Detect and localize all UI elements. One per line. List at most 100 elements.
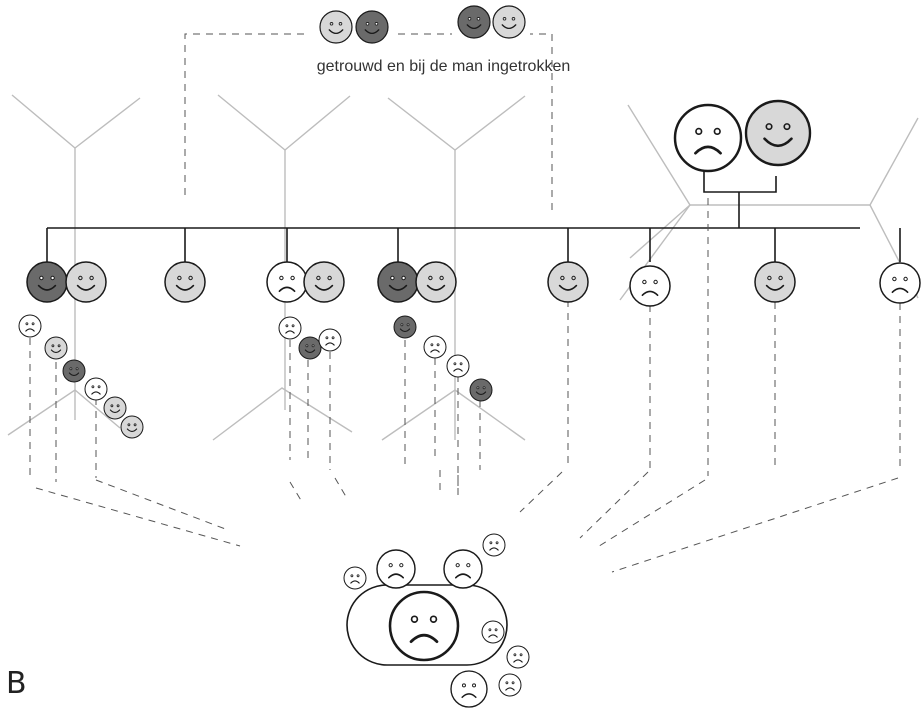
eye <box>305 344 309 348</box>
eye <box>177 275 182 281</box>
house-outline <box>217 94 351 151</box>
face-circle <box>629 265 671 307</box>
sad-face-icon <box>446 354 470 378</box>
face-circle <box>343 566 367 590</box>
eye <box>406 323 410 327</box>
happy-face-icon <box>457 5 491 39</box>
eye <box>903 276 908 282</box>
face-circle <box>492 5 526 39</box>
mouth <box>694 145 722 155</box>
mouth <box>325 342 335 346</box>
face-circle <box>164 261 206 303</box>
mouth <box>25 328 35 332</box>
eye <box>388 563 393 568</box>
eye <box>695 127 703 136</box>
mouth <box>126 428 138 432</box>
converging-line <box>519 471 563 513</box>
eye <box>519 653 523 657</box>
face-circle <box>547 261 589 303</box>
eye <box>783 123 791 131</box>
face-circle <box>506 645 530 669</box>
face-circle <box>388 590 460 662</box>
face-circle <box>498 673 522 697</box>
sad-face-icon <box>450 670 488 708</box>
face-circle <box>744 99 812 167</box>
eye <box>467 17 472 21</box>
eye <box>399 563 404 568</box>
house-outline <box>627 104 919 206</box>
eye <box>57 344 61 348</box>
eye <box>97 385 101 389</box>
face-circle <box>393 315 417 339</box>
eye <box>31 322 35 326</box>
mouth <box>475 391 487 395</box>
sad-face-icon <box>318 328 342 352</box>
sad-face-icon <box>84 377 108 401</box>
eye <box>285 324 289 328</box>
eye <box>767 275 772 281</box>
face-circle <box>376 549 416 589</box>
eye <box>466 563 471 568</box>
mouth <box>91 391 101 395</box>
eye <box>713 127 721 136</box>
converging-line <box>334 477 349 501</box>
mouth <box>558 284 578 291</box>
eye <box>325 336 329 340</box>
eye <box>329 22 334 26</box>
eye <box>455 563 460 568</box>
face-circle <box>318 328 342 352</box>
happy-face-icon <box>65 261 107 303</box>
face-circle <box>44 336 68 360</box>
happy-face-icon <box>26 261 68 303</box>
eye <box>316 275 321 281</box>
face-circle <box>18 314 42 338</box>
converging-line <box>95 479 229 531</box>
household-enclosure <box>346 584 508 666</box>
eye <box>653 279 658 285</box>
sad-face-icon <box>879 262 921 304</box>
eye <box>513 653 517 657</box>
converging-line <box>595 479 706 549</box>
marriage-line <box>703 170 777 193</box>
house-outline <box>387 95 526 151</box>
eye <box>311 344 315 348</box>
mouth <box>765 284 785 291</box>
mouth <box>641 290 659 297</box>
eye <box>489 541 493 545</box>
mouth <box>453 368 463 372</box>
eye <box>89 275 94 281</box>
house-outline <box>11 94 141 149</box>
eye <box>400 323 404 327</box>
eye <box>39 275 44 281</box>
eye <box>127 423 131 427</box>
happy-face-icon <box>103 396 127 420</box>
face-circle <box>879 262 921 304</box>
eye <box>436 343 440 347</box>
face-circle <box>298 336 322 360</box>
mouth <box>278 286 296 293</box>
eye <box>410 615 419 623</box>
mouth <box>350 580 360 584</box>
mouth <box>109 409 121 413</box>
mouth <box>314 284 334 291</box>
mouth <box>68 372 80 376</box>
eye <box>511 17 516 21</box>
sad-face-icon <box>443 549 483 589</box>
dashed-bracket <box>530 33 553 210</box>
eye <box>430 343 434 347</box>
face-circle <box>355 10 389 44</box>
face-circle <box>481 620 505 644</box>
eye <box>291 324 295 328</box>
face-circle <box>65 261 107 303</box>
sad-face-icon <box>388 590 460 662</box>
mouth <box>763 137 793 148</box>
happy-face-icon <box>547 261 589 303</box>
converging-line <box>35 487 241 547</box>
eye <box>401 275 406 281</box>
happy-face-icon <box>469 378 493 402</box>
face-circle <box>319 10 353 44</box>
sad-face-icon <box>673 103 743 173</box>
sad-face-icon <box>498 673 522 697</box>
face-circle <box>450 670 488 708</box>
